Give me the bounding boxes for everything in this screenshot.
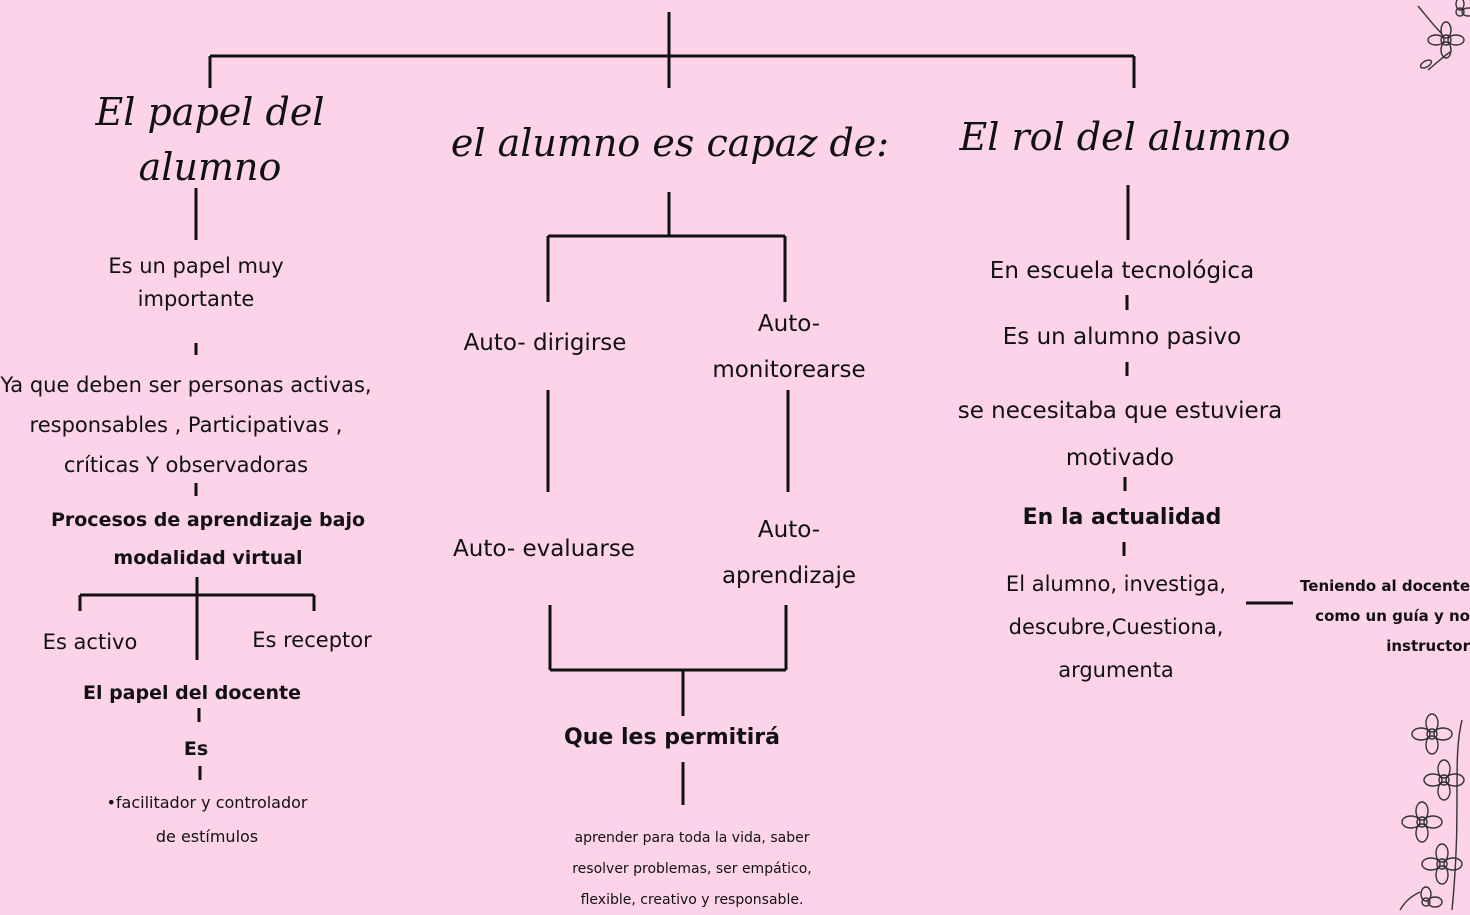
self-monitor-line2: monitorearse [712, 356, 866, 383]
guide-line1: Teniendo al docente [1300, 577, 1470, 595]
right-title: El rol del alumno [959, 115, 1291, 159]
reason-line3: críticas Y observadoras [63, 452, 309, 477]
reason-node: Ya que deben ser personas activas, respo… [0, 366, 372, 486]
left-title: El papel del alumno [60, 85, 360, 195]
student-node: El alumno, investiga, descubre,Cuestiona… [986, 563, 1246, 692]
reason-line1: Ya que deben ser personas activas, [0, 373, 372, 397]
self-monitor-line1: Auto- [757, 311, 821, 337]
is-node: Es [183, 738, 209, 760]
middle-title: el alumno es capaz de: [450, 121, 890, 165]
outcome-node: aprender para toda la vida, saber resolv… [532, 823, 852, 915]
active-node: Es activo [42, 630, 138, 654]
facilitator-node: •facilitador y controlador de estímulos [72, 786, 342, 853]
needed-node: se necesitaba que estuviera motivado [940, 388, 1300, 482]
student-line2: descubre,Cuestiona, [1008, 615, 1224, 640]
tech-school-node: En escuela tecnológica [989, 258, 1255, 284]
self-direct-node: Auto- dirigirse [463, 330, 627, 356]
teacher-role-node: El papel del docente [82, 682, 302, 704]
facilitator-line1: •facilitador y controlador [106, 793, 308, 812]
facilitator-line2: de estímulos [155, 826, 259, 846]
important-node: Es un papel muy importante [46, 250, 346, 315]
flower-decoration-bottom-icon [1399, 713, 1465, 911]
needed-line1: se necesitaba que estuviera [957, 398, 1283, 424]
receptor-node: Es receptor [252, 628, 372, 652]
self-monitor-node: Auto- monitorearse [684, 302, 894, 393]
student-line3: argumenta [1058, 658, 1174, 683]
nowadays-node: En la actualidad [1022, 505, 1222, 530]
left-title-line2: alumno [138, 145, 282, 190]
process-line2: modalidad virtual [113, 547, 303, 569]
outcome-line3: flexible, creativo y responsable. [580, 891, 804, 908]
guide-node: Teniendo al docente como un guía y no in… [1294, 571, 1470, 661]
guide-line2: como un guía y no [1315, 607, 1470, 625]
self-evaluate-node: Auto- evaluarse [453, 536, 635, 562]
reason-line2: responsables , Participativas , [29, 412, 343, 437]
self-learn-line1: Auto- [757, 517, 821, 543]
process-line1: Procesos de aprendizaje bajo [50, 509, 366, 531]
outcome-line2: resolver problemas, ser empático, [572, 860, 812, 877]
flower-decoration-top-icon [1417, 0, 1470, 71]
guide-line3: instructor [1386, 637, 1470, 655]
important-line1: Es un papel muy [108, 254, 284, 278]
student-line1: El alumno, investiga, [1005, 572, 1227, 596]
self-learn-line2: aprendizaje [721, 562, 857, 589]
allows-node: Que les permitirá [564, 725, 780, 750]
self-learn-node: Auto- aprendizaje [684, 508, 894, 599]
left-title-line1: El papel del [95, 90, 325, 134]
important-line2: importante [137, 286, 255, 311]
passive-node: Es un alumno pasivo [1002, 324, 1242, 350]
needed-line2: motivado [1065, 445, 1175, 472]
process-node: Procesos de aprendizaje bajo modalidad v… [48, 501, 368, 577]
outcome-line1: aprender para toda la vida, saber [574, 830, 810, 846]
